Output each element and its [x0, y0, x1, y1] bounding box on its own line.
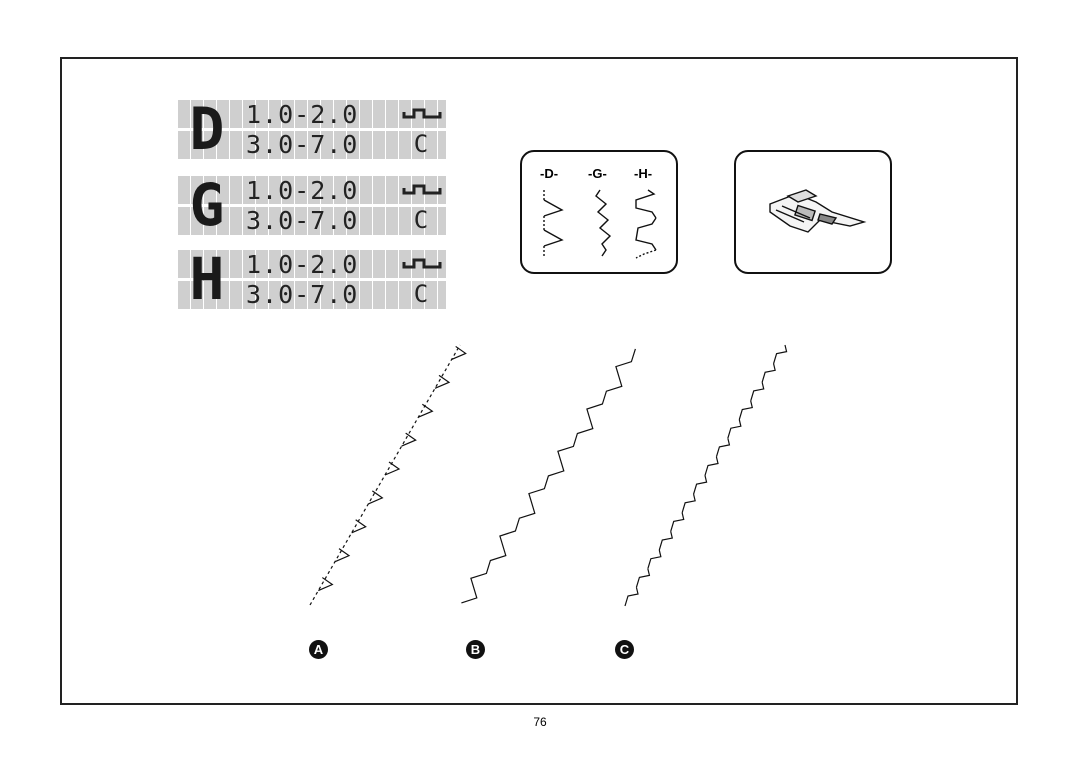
foot-symbol-icon [402, 258, 442, 269]
sample-label-c: C [615, 640, 634, 659]
lcd-width-range: 1.0-2.0 [246, 176, 359, 205]
sample-label-a: A [309, 640, 328, 659]
foot-symbol-icon [402, 184, 442, 195]
pattern-label-h: -H- [634, 166, 653, 181]
lcd-width-range: 1.0-2.0 [246, 250, 359, 279]
lcd-pattern-letter: H [189, 245, 225, 313]
stitch-pattern-card: -D- -G- -H- [520, 150, 678, 274]
page-frame [60, 57, 1018, 705]
sample-label-b: B [466, 640, 485, 659]
lcd-display-g: G 1.0-2.0 3.0-7.0 C [178, 171, 446, 239]
lcd-foot-code: C [413, 130, 429, 158]
presser-foot-icon [769, 189, 867, 233]
lcd-display-d: D 1.0-2.0 3.0-7.0 C [178, 95, 446, 163]
elastic-zigzag-icon [595, 189, 612, 257]
lcd-length-range: 3.0-7.0 [246, 280, 359, 309]
lcd-foot-code: C [413, 280, 429, 308]
blind-hem-icon [543, 190, 564, 258]
pattern-label-d: -D- [540, 166, 559, 181]
stretch-blind-hem-icon [635, 189, 657, 259]
foot-symbol-icon [402, 108, 442, 119]
lcd-width-range: 1.0-2.0 [246, 100, 359, 129]
pattern-symbols [543, 189, 657, 259]
page-number: 76 [533, 715, 547, 729]
lcd-length-range: 3.0-7.0 [246, 130, 359, 159]
pattern-label-g: -G- [588, 166, 607, 181]
lcd-pattern-letter: G [189, 171, 225, 239]
lcd-length-range: 3.0-7.0 [246, 206, 359, 235]
lcd-foot-code: C [413, 206, 429, 234]
presser-foot-card [734, 150, 892, 274]
lcd-pattern-letter: D [189, 95, 225, 163]
lcd-display-h: H 1.0-2.0 3.0-7.0 C [178, 245, 446, 313]
